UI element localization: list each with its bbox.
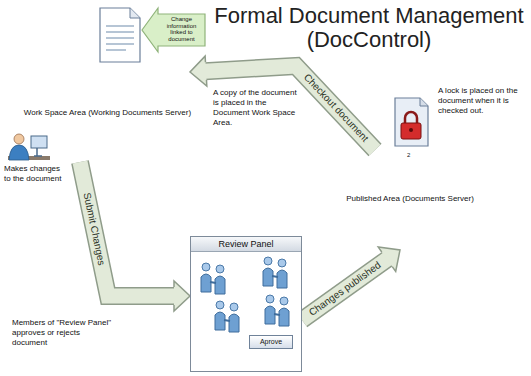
flow-arrow (190, 56, 375, 150)
diagram-title: Formal Document Management (DocControl) (210, 4, 528, 52)
note-text: Members of "Review Panel" approves or re… (12, 318, 112, 348)
illustration-part (265, 295, 289, 326)
illustration-part (34, 148, 42, 156)
flow-arrow (302, 247, 400, 320)
arrow-head (174, 281, 190, 311)
illustration-part (405, 112, 417, 124)
callout-number: 2 (407, 152, 410, 159)
note-holder: 2 (407, 152, 410, 159)
edge-label: Changes published (307, 260, 384, 320)
note-holder: A lock is placed on the document when it… (438, 86, 526, 116)
edge-label-holder: Changes published (307, 260, 384, 320)
server-cylinder: Published Area (Documents Server) (315, 150, 505, 250)
illustration-part (142, 8, 205, 52)
review-panel-window: Review PanelAprove (190, 236, 302, 372)
edge-label: Checkout document (301, 71, 371, 144)
server-cylinder: Work Space Area (Working Documents Serve… (5, 72, 210, 162)
arrow-band (80, 162, 175, 296)
approve-button: Aprove (249, 335, 293, 349)
node-title: Work Space Area (Working Documents Serve… (5, 108, 210, 118)
illustration-part (201, 263, 225, 294)
note-text: Makes changes to the document (4, 164, 66, 184)
change-info-arrow (142, 8, 205, 52)
title-holder: Formal Document Management (DocControl) (210, 4, 528, 52)
arrow-head (190, 56, 207, 86)
node-title: Published Area (Documents Server) (315, 194, 505, 204)
locked-document-icon (395, 98, 428, 146)
illustration-part (215, 301, 239, 332)
illustration-part (14, 134, 24, 144)
arrow-band (205, 66, 375, 150)
node-title: Review Panel (191, 237, 301, 252)
cylinder-top (6, 73, 209, 101)
arrow-band (302, 259, 388, 320)
illustration-part (409, 128, 413, 132)
flow-arrow (80, 162, 190, 311)
edge-label: Submit Changes (81, 192, 108, 267)
note-holder: Change information linked to document (159, 16, 204, 42)
illustration-part (106, 26, 134, 50)
note-holder: Makes changes to the document (4, 164, 66, 184)
arrow-band (302, 259, 388, 320)
node-title: Aprove (250, 336, 292, 348)
cylinder-top (316, 151, 504, 179)
cylinder-body (6, 87, 209, 161)
user-icon (8, 134, 50, 160)
note-text: A lock is placed on the document when it… (438, 86, 526, 116)
illustration-part (401, 123, 421, 139)
arrow-band (80, 162, 175, 296)
illustration-part (263, 257, 287, 288)
edge-label-holder: Submit Changes (81, 192, 108, 267)
illustration-part (100, 8, 140, 62)
review-panel-people (191, 237, 302, 372)
note-text: Change information linked to document (159, 16, 204, 42)
illustration-part (130, 8, 140, 18)
edge-label-holder: Checkout document (301, 71, 371, 144)
illustration-part (191, 237, 302, 372)
cylinder-body (316, 165, 504, 249)
illustration-part (420, 98, 428, 106)
illustration-part (9, 145, 29, 160)
note-holder: Members of "Review Panel" approves or re… (12, 318, 112, 348)
note-text: A copy of the document is placed in the … (213, 88, 301, 128)
document-icon (100, 8, 140, 62)
illustration-part (31, 136, 47, 148)
note-holder: A copy of the document is placed in the … (213, 88, 301, 128)
arrow-band (205, 66, 375, 150)
illustration-part (395, 98, 428, 146)
